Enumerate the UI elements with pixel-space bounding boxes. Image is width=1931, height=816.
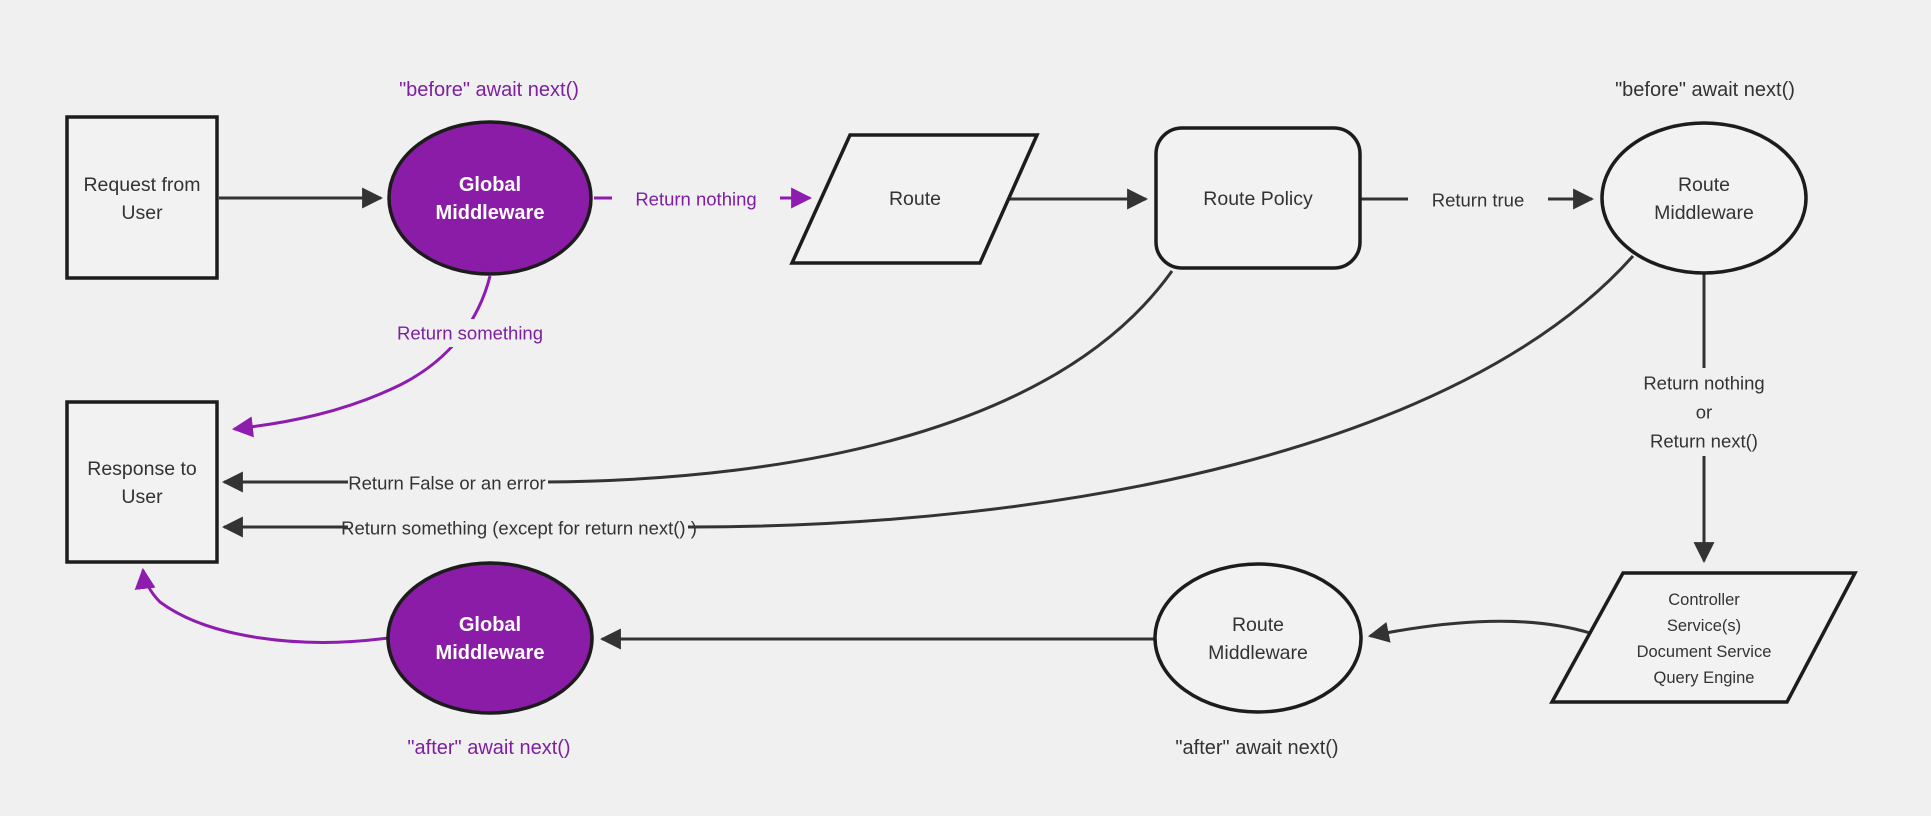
edge-label-return-nothing-line3: Return next() <box>1650 431 1758 452</box>
route-policy-label: Route Policy <box>1203 188 1313 210</box>
edge-label-return-something-except: Return something (except for return next… <box>341 518 697 539</box>
node-request-from-user: Request from User <box>65 115 219 280</box>
edge-controller-to-routemw-bottom <box>1367 619 1591 643</box>
route-middleware-bottom-label-line1: Route <box>1232 614 1284 636</box>
annotation-before-await-black: "before" await next() <box>1615 79 1795 101</box>
global-middleware-top-label-line2: Middleware <box>436 202 545 224</box>
node-response-to-user: Response to User <box>65 400 219 564</box>
node-route-middleware-top: Route Middleware <box>1600 121 1808 275</box>
annotation-after-await-purple: "after" await next() <box>407 737 570 759</box>
node-global-middleware-bottom: Global Middleware <box>386 561 594 715</box>
response-to-user-label-line2: User <box>121 486 163 508</box>
label-bg-return-false <box>348 468 548 496</box>
request-from-user-box <box>65 115 219 280</box>
route-middleware-bottom-label-line2: Middleware <box>1208 642 1308 664</box>
request-from-user-label-line2: User <box>121 202 163 224</box>
global-middleware-top-ellipse <box>387 120 593 276</box>
response-to-user-box <box>65 400 219 564</box>
route-middleware-bottom-ellipse <box>1153 562 1363 714</box>
edge-label-return-nothing-line1: Return nothing <box>1643 373 1764 394</box>
route-middleware-top-label-line1: Route <box>1678 174 1730 196</box>
controller-services-label-line2: Service(s) <box>1667 617 1741 635</box>
global-middleware-bottom-ellipse <box>386 561 594 715</box>
annotation-after-await-black: "after" await next() <box>1175 737 1338 759</box>
edge-policy-to-response <box>221 270 1174 493</box>
node-route-policy: Route Policy <box>1154 126 1362 270</box>
controller-services-label-line3: Document Service <box>1637 643 1772 661</box>
request-from-user-label-line1: Request from <box>83 174 200 196</box>
annotation-before-await-purple: "before" await next() <box>399 79 579 101</box>
route-middleware-top-label-line2: Middleware <box>1654 202 1754 224</box>
route-label: Route <box>889 188 941 210</box>
edge-label-return-true: Return true <box>1432 190 1525 211</box>
label-bg-return-nothing-or-next <box>1624 368 1784 456</box>
label-bg-return-something-except <box>348 513 688 541</box>
node-global-middleware-top: Global Middleware <box>387 120 593 276</box>
route-middleware-top-ellipse <box>1600 121 1808 275</box>
label-bg-return-something <box>384 319 556 347</box>
response-to-user-label-line1: Response to <box>87 458 197 480</box>
controller-services-label-line4: Query Engine <box>1654 669 1755 687</box>
controller-services-label-line1: Controller <box>1668 591 1740 609</box>
edge-label-return-something: Return something <box>397 323 543 344</box>
edge-global-to-response <box>231 275 492 438</box>
label-bg-return-true <box>1408 185 1548 213</box>
global-middleware-bottom-label-line1: Global <box>459 614 521 636</box>
route-parallelogram <box>789 133 1040 265</box>
node-controller-services: Controller Service(s) Document Service Q… <box>1549 571 1858 704</box>
global-middleware-bottom-label-line2: Middleware <box>436 642 545 664</box>
route-policy-box <box>1154 126 1362 270</box>
node-route-middleware-bottom: Route Middleware <box>1153 562 1363 714</box>
edge-global-bottom-to-response <box>134 567 389 644</box>
label-bg-return-nothing <box>612 184 780 212</box>
edge-label-return-nothing-line2: or <box>1696 402 1712 423</box>
edge-routemw-to-response <box>221 255 1635 538</box>
global-middleware-top-label-line1: Global <box>459 174 521 196</box>
node-route: Route <box>789 133 1040 265</box>
edge-label-return-false: Return False or an error <box>348 473 545 494</box>
edge-label-return-nothing: Return nothing <box>635 189 756 210</box>
controller-services-parallelogram <box>1549 571 1858 704</box>
